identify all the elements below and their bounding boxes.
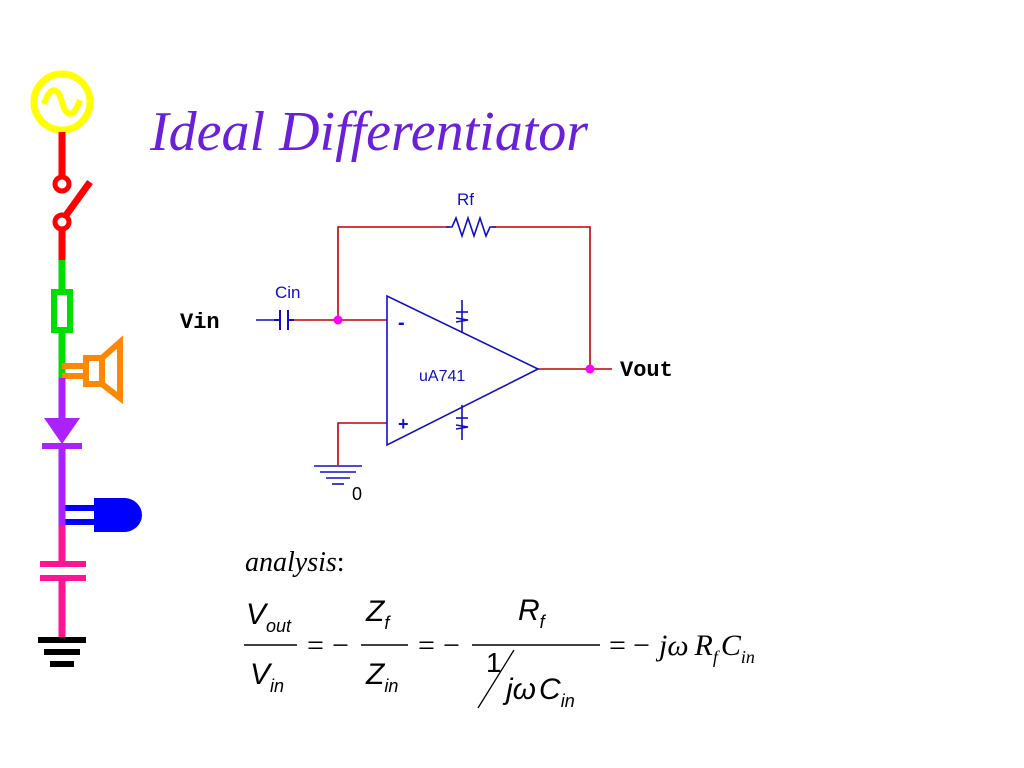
result-omega: ω [667, 629, 688, 662]
equals-sign-3: = [609, 629, 626, 662]
term1-numerator-sub: out [266, 616, 292, 636]
inverting-input-label: - [398, 312, 405, 334]
term3-numerator: R [518, 594, 540, 627]
speaker-icon [58, 335, 123, 405]
term3-c-sub: in [561, 691, 575, 711]
circuit-ground-symbol [314, 465, 362, 485]
svg-text:Vin: Vin [250, 658, 284, 696]
vin-label: Vin [180, 310, 220, 335]
output-junction-node [585, 364, 595, 374]
rf-resistor [446, 215, 496, 239]
vout-label: Vout [620, 358, 673, 383]
minus-sign-2: − [443, 629, 460, 662]
equals-sign-1: = [307, 629, 324, 662]
switch-icon [52, 132, 93, 260]
minus-sign-1: − [332, 629, 349, 662]
result-r: R [694, 629, 713, 662]
ground-node-label: 0 [352, 484, 362, 504]
transducer-icon [58, 498, 142, 532]
cin-capacitor [274, 310, 294, 330]
cin-label: Cin [275, 283, 301, 302]
result-c-sub: in [741, 647, 755, 667]
result-j: j [655, 629, 667, 662]
term3-c: C [539, 673, 561, 706]
svg-text:Rf: Rf [518, 594, 547, 632]
term1-denominator-sub: in [270, 676, 284, 696]
analysis-label: analysis [245, 547, 337, 578]
equals-sign-2: = [418, 629, 435, 662]
analysis-colon: : [337, 547, 345, 578]
ac-source-icon [30, 70, 94, 134]
opamp-power-pins [455, 300, 469, 440]
svg-text:Zf: Zf [365, 595, 391, 633]
capacitor-icon [40, 526, 86, 638]
term3-omega: ω [513, 673, 536, 706]
result-r-sub: f [713, 647, 721, 667]
term3-one: 1 [486, 647, 502, 678]
slide-title: Ideal Differentiator [150, 101, 589, 163]
term3-numerator-sub: f [540, 612, 547, 632]
term1-denominator: V [250, 658, 273, 691]
minus-sign-3: − [633, 629, 650, 662]
result-c: C [721, 629, 742, 662]
term2-denominator-sub: in [384, 676, 398, 696]
term1-numerator: V [246, 598, 269, 631]
decorative-component-strip [30, 70, 142, 667]
diode-icon [42, 378, 82, 500]
fraction-zf-over-zin: Zf Zin [361, 595, 408, 696]
fuse-icon [51, 260, 73, 358]
input-junction-node [333, 315, 343, 325]
svg-text:Zin: Zin [365, 658, 398, 696]
term2-numerator-sub: f [384, 613, 391, 633]
term2-numerator: Z [365, 595, 386, 628]
term2-denominator: Z [365, 658, 386, 691]
svg-text:Vout: Vout [246, 598, 292, 636]
noninverting-input-label: + [398, 414, 409, 434]
svg-text:analysis:: analysis: [245, 547, 345, 578]
fraction-vout-over-vin: Vout Vin [244, 598, 297, 696]
rf-label: Rf [457, 190, 474, 209]
ground-icon [38, 637, 86, 667]
opamp-label: uA741 [419, 368, 465, 385]
